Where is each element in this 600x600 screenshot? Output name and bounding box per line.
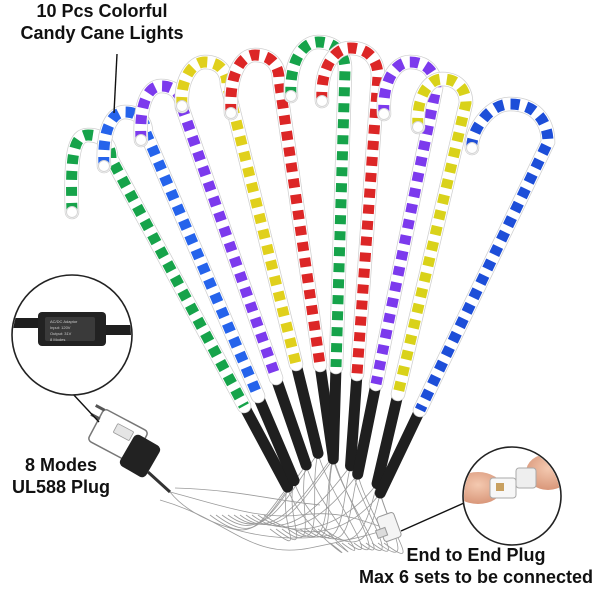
wire	[245, 465, 351, 526]
ground-stake	[352, 378, 382, 480]
ground-stake	[374, 404, 426, 499]
candy-cane	[390, 71, 474, 402]
cane-tip	[412, 121, 424, 133]
wire	[233, 455, 334, 525]
ground-stake	[290, 358, 324, 459]
controller-label-line: AC/DC Adaptor	[50, 319, 78, 324]
wire	[281, 464, 307, 538]
wire	[323, 492, 381, 543]
controller-label-line: Input: 120V	[50, 325, 71, 330]
ground-stake	[371, 388, 404, 490]
cane-tip	[176, 100, 188, 112]
candy-cane	[223, 47, 328, 373]
wire	[317, 483, 378, 541]
wire	[305, 464, 356, 551]
cane-tip	[225, 107, 237, 119]
callout-lines	[71, 53, 465, 532]
end-plug-closeup	[462, 446, 562, 546]
end-plug-label: End to End Plug Max 6 sets to be connect…	[352, 544, 600, 588]
controller-label-line: Output: 31V	[50, 331, 72, 336]
cane-stripe	[225, 49, 326, 366]
candy-cane-group	[64, 34, 556, 418]
controller-box	[119, 434, 172, 494]
cane-tip	[466, 142, 478, 154]
cane-tip	[285, 90, 297, 102]
wire	[174, 487, 321, 506]
wire	[239, 458, 334, 526]
wire	[159, 499, 386, 551]
cane-tip	[98, 160, 110, 172]
candy-cane	[314, 40, 386, 382]
cane-tip	[316, 95, 328, 107]
stake-group	[238, 358, 426, 499]
ground-stake	[238, 400, 293, 493]
headline-line-2: Candy Cane Lights	[20, 23, 184, 43]
end-plug	[374, 512, 402, 542]
cane-outline	[223, 47, 328, 373]
modes-line-2: UL588 Plug	[11, 477, 111, 497]
wire-bundle	[159, 453, 404, 554]
cane-tip	[66, 206, 78, 218]
controller-closeup: AC/DC Adaptor Input: 120V Output: 31V 8 …	[11, 274, 133, 396]
headline-label: 10 Pcs Colorful Candy Cane Lights	[4, 0, 200, 44]
wire	[293, 455, 334, 538]
wire	[299, 458, 334, 538]
modes-line-1: 8 Modes	[24, 455, 98, 475]
cane-stripe	[316, 42, 384, 375]
wire	[379, 492, 404, 554]
ground-stake	[270, 372, 312, 471]
cane-stripe	[415, 98, 554, 413]
cane-stripe	[285, 36, 351, 368]
wire	[332, 455, 370, 551]
end-plug-line-1: End to End Plug	[406, 545, 546, 565]
wire	[311, 474, 359, 540]
cane-stripe	[392, 73, 472, 396]
candy-cane	[283, 34, 353, 375]
cane-tip	[135, 134, 147, 146]
wire	[169, 491, 331, 539]
modes-label: 8 Modes UL588 Plug	[0, 454, 122, 498]
wire	[251, 473, 359, 528]
controller-label-line: 8 Modes	[50, 337, 65, 342]
ground-stake	[327, 361, 342, 465]
cane-tip	[378, 108, 390, 120]
ground-stake	[252, 390, 300, 487]
wire	[257, 483, 378, 530]
ground-stake	[345, 368, 363, 472]
headline-line-1: 10 Pcs Colorful	[36, 1, 168, 21]
wire	[305, 465, 351, 539]
wire	[169, 491, 386, 529]
candy-cane	[412, 96, 556, 418]
wire	[332, 458, 375, 551]
end-plug-line-2: Max 6 sets to be connected	[358, 567, 594, 587]
